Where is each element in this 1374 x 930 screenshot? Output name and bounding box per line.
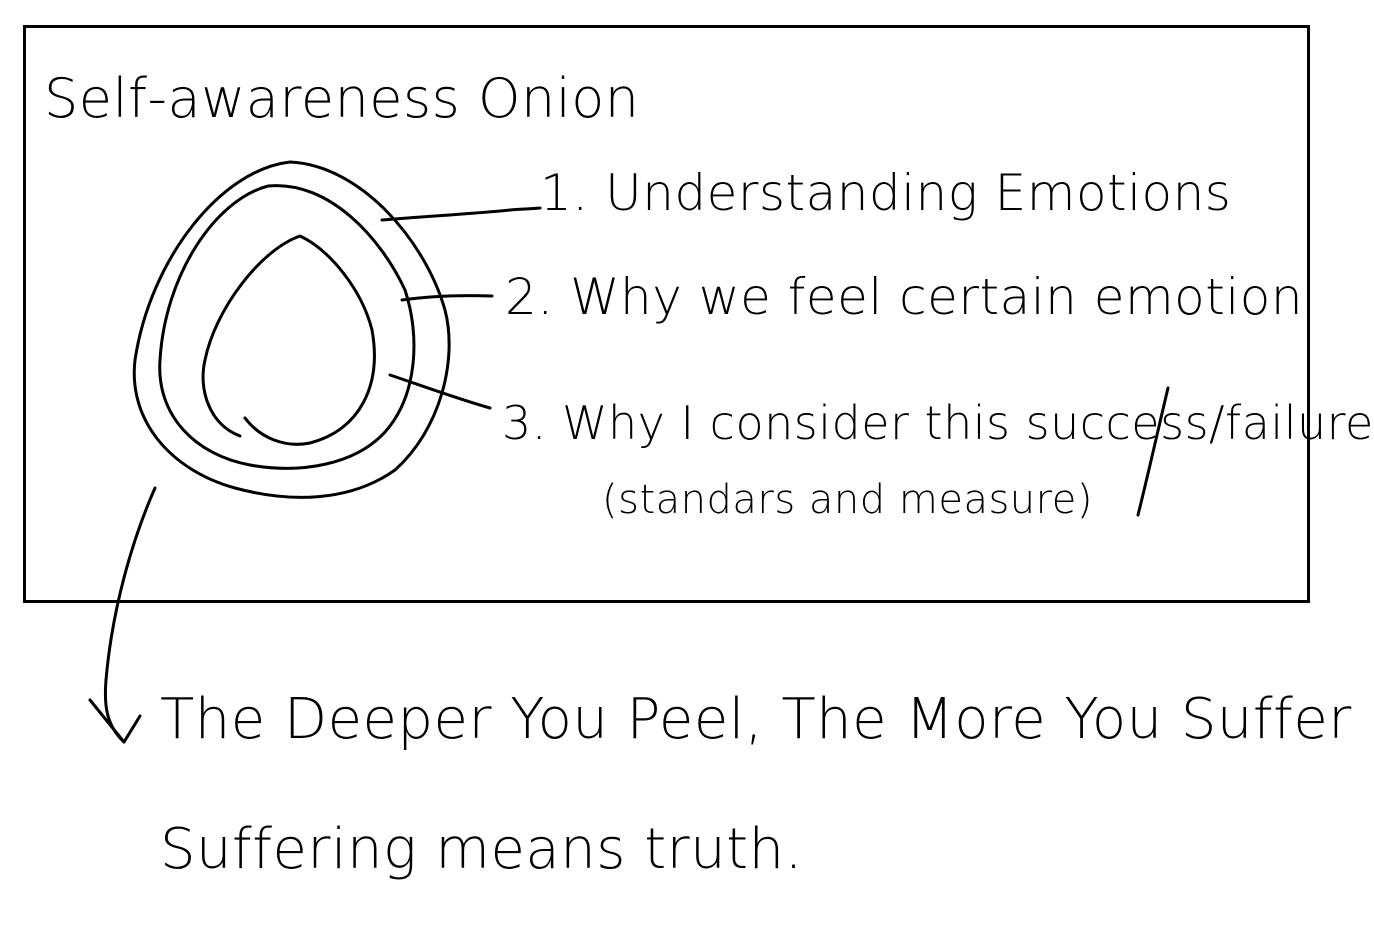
- onion-diagram: [88, 160, 1170, 744]
- caption-line-2: Suffering means truth.: [160, 817, 803, 882]
- leader-line-2: [400, 294, 494, 302]
- onion-layer-outer: [132, 160, 451, 499]
- layer-label-3-sub: (standars and measure): [602, 477, 1093, 523]
- diagram-title: Self-awareness Onion: [44, 67, 640, 130]
- caption-line-1: The Deeper You Peel, The More You Suffer: [160, 687, 1352, 752]
- diagram-frame: [23, 25, 1310, 603]
- label3-stroke: [1136, 386, 1170, 517]
- layer-label-1: 1. Understanding Emotions: [540, 164, 1232, 222]
- onion-layer-inner: [201, 234, 376, 446]
- layer-label-3: 3. Why I consider this success/failure: [502, 396, 1374, 450]
- leader-line-1: [380, 206, 542, 222]
- leader-line-3: [388, 373, 492, 410]
- arrow-line: [103, 486, 157, 744]
- arrow-head: [88, 698, 142, 744]
- onion-layer-middle: [158, 184, 416, 470]
- layer-label-2: 2. Why we feel certain emotion: [505, 268, 1304, 326]
